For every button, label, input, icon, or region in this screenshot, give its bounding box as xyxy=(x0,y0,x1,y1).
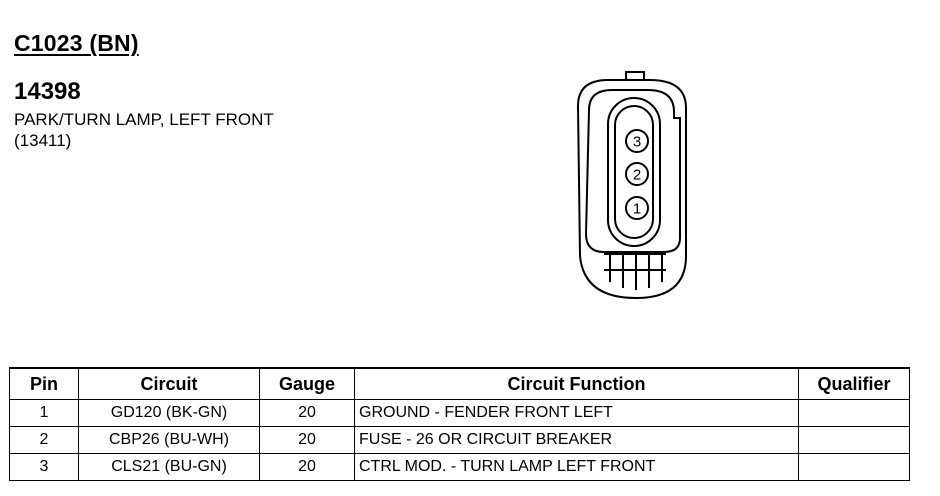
cell-qualifier xyxy=(798,426,910,454)
pin-label-3: 3 xyxy=(633,134,641,151)
pin-circle-3 xyxy=(625,129,649,153)
connector-lock-ribs xyxy=(604,253,666,290)
connector-latch-tab xyxy=(625,71,645,80)
pin-cavity-inner xyxy=(614,105,654,239)
connector-face-diagram: 3 2 1 xyxy=(576,71,687,300)
cell-gauge: 20 xyxy=(259,399,355,427)
cell-qualifier xyxy=(798,399,910,427)
header-qualifier: Qualifier xyxy=(798,367,910,400)
component-description-block: PARK/TURN LAMP, LEFT FRONT (13411) xyxy=(14,109,274,151)
connector-outer-housing xyxy=(576,79,687,300)
cell-circuit-function: CTRL MOD. - TURN LAMP LEFT FRONT xyxy=(354,453,799,481)
cell-pin: 1 xyxy=(9,399,79,427)
cell-gauge: 20 xyxy=(259,426,355,454)
table-row: 2 CBP26 (BU-WH) 20 FUSE - 26 OR CIRCUIT … xyxy=(9,426,910,454)
pin-circle-1 xyxy=(625,196,649,220)
pin-label-1: 1 xyxy=(633,201,641,218)
connector-inner-housing xyxy=(584,89,681,253)
cell-gauge: 20 xyxy=(259,453,355,481)
header-gauge: Gauge xyxy=(259,367,355,400)
pin-circle-2 xyxy=(625,162,649,186)
cell-pin: 3 xyxy=(9,453,79,481)
cell-circuit: CBP26 (BU-WH) xyxy=(78,426,260,454)
table-header-row: Pin Circuit Gauge Circuit Function Quali… xyxy=(9,367,910,400)
cell-circuit: GD120 (BK-GN) xyxy=(78,399,260,427)
header-circuit: Circuit xyxy=(78,367,260,400)
cell-circuit-function: FUSE - 26 OR CIRCUIT BREAKER xyxy=(354,426,799,454)
table-row: 3 CLS21 (BU-GN) 20 CTRL MOD. - TURN LAMP… xyxy=(9,453,910,481)
component-reference: (13411) xyxy=(14,131,72,150)
pinout-table: Pin Circuit Gauge Circuit Function Quali… xyxy=(9,367,910,481)
cell-qualifier xyxy=(798,453,910,481)
cell-pin: 2 xyxy=(9,426,79,454)
table-row: 1 GD120 (BK-GN) 20 GROUND - FENDER FRONT… xyxy=(9,399,910,427)
cell-circuit-function: GROUND - FENDER FRONT LEFT xyxy=(354,399,799,427)
cell-circuit: CLS21 (BU-GN) xyxy=(78,453,260,481)
connector-title: C1023 (BN) xyxy=(14,30,139,56)
pin-cavity-outline xyxy=(607,97,661,247)
component-description: PARK/TURN LAMP, LEFT FRONT xyxy=(14,110,274,129)
header-pin: Pin xyxy=(9,367,79,400)
header-circuit-function: Circuit Function xyxy=(354,367,799,400)
part-number: 14398 xyxy=(14,78,81,105)
pin-label-2: 2 xyxy=(633,167,641,184)
